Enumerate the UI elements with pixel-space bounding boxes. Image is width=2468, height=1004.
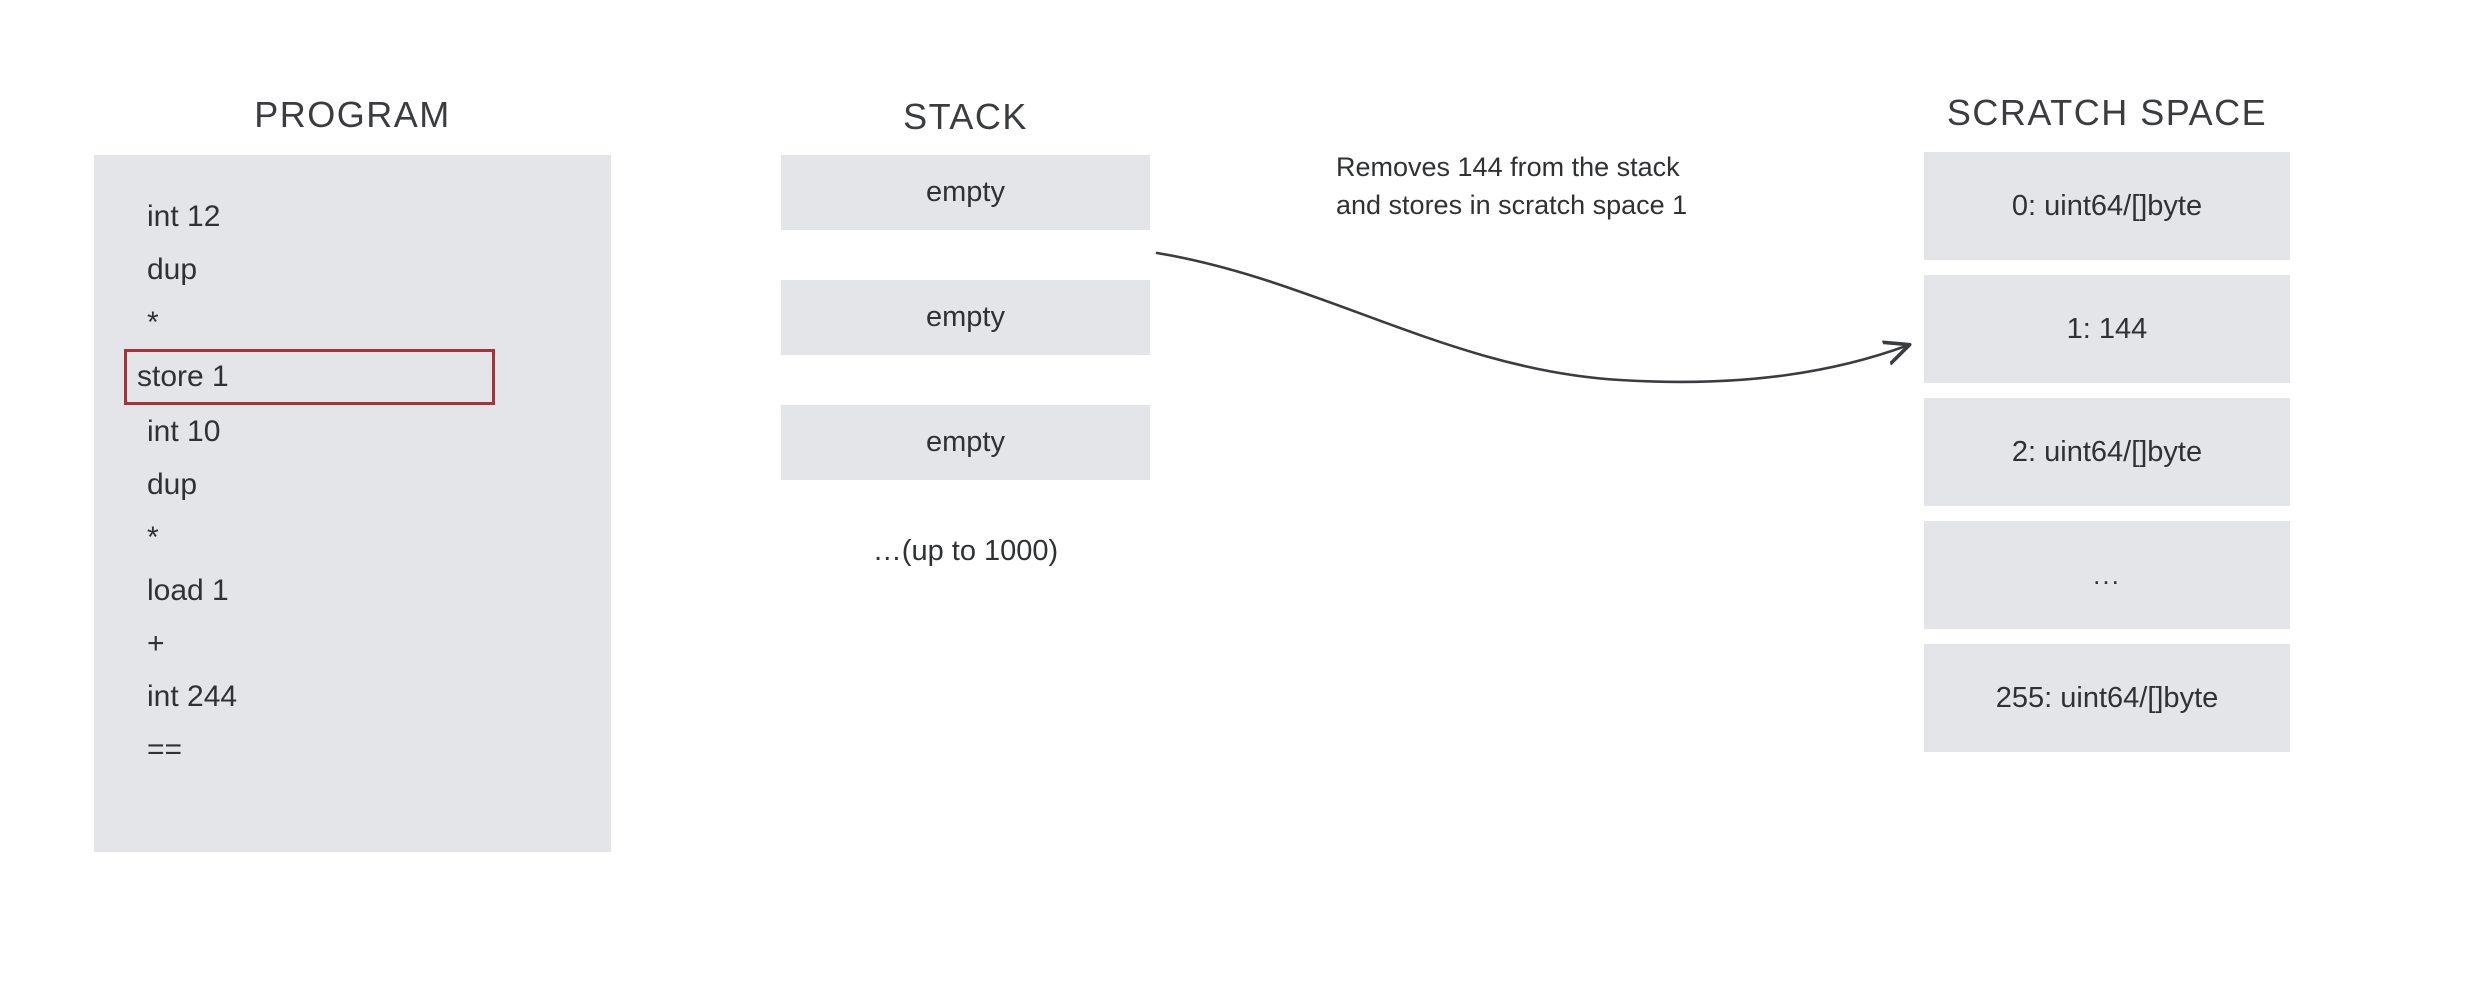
program-instruction-list: int 12 dup * store 1 int 10 dup * load 1…: [124, 190, 557, 776]
program-line-highlighted-store-1: store 1: [124, 349, 495, 405]
program-line: *: [147, 521, 159, 554]
scratch-space-cell-ellipsis: ...: [1924, 521, 2290, 629]
program-line: *: [147, 306, 159, 339]
scratch-space-column-heading: SCRATCH SPACE: [1946, 92, 2268, 133]
arrow-path: [1155, 251, 1906, 384]
stack-column-heading: STACK: [903, 96, 1028, 137]
stack-cell: empty: [781, 280, 1150, 355]
stack-cell-list: empty empty empty: [781, 155, 1150, 530]
scratch-space-cell-list: 0: uint64/[]byte 1: 144 2: uint64/[]byte…: [1924, 152, 2290, 767]
annotation-line-2: and stores in scratch space 1: [1336, 190, 1688, 220]
stack-to-scratch-arrow: [1155, 251, 1950, 384]
scratch-space-cell-target: 1: 144: [1924, 275, 2290, 383]
program-line: +: [147, 627, 165, 660]
stack-capacity-note: …(up to 1000): [872, 535, 1059, 567]
program-line: ==: [147, 733, 183, 766]
program-line: dup: [147, 468, 198, 501]
stack-cell: empty: [781, 155, 1150, 230]
stack-cell: empty: [781, 405, 1150, 480]
program-line: int 12: [147, 200, 221, 233]
program-line: dup: [147, 253, 198, 286]
annotation-text: Removes 144 from the stack and stores in…: [1336, 148, 1796, 224]
program-panel: [94, 155, 611, 852]
program-column-heading: PROGRAM: [254, 94, 451, 135]
scratch-space-cell: 255: uint64/[]byte: [1924, 644, 2290, 752]
scratch-space-cell: 2: uint64/[]byte: [1924, 398, 2290, 506]
program-line: int 10: [147, 415, 221, 448]
scratch-space-cell: 0: uint64/[]byte: [1924, 152, 2290, 260]
annotation-line-1: Removes 144 from the stack: [1336, 152, 1680, 182]
program-line: int 244: [147, 680, 238, 713]
program-line: load 1: [147, 574, 229, 607]
